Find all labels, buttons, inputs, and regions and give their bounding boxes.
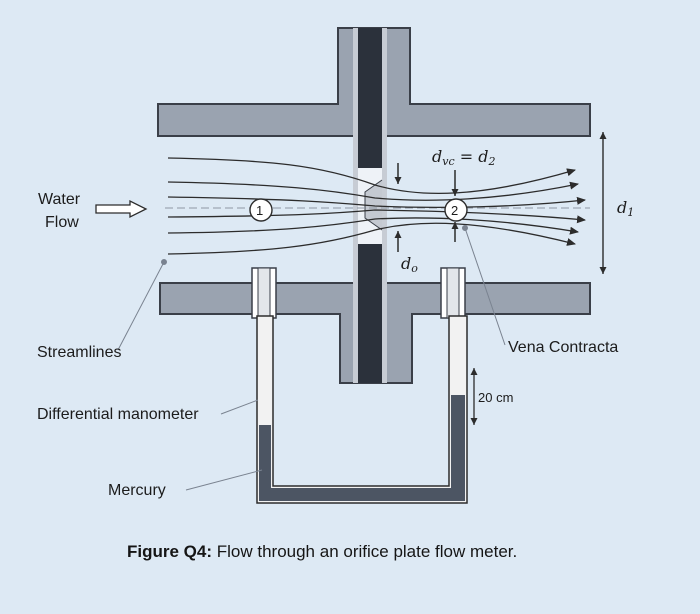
orifice-diameter-symbol: do bbox=[401, 254, 418, 275]
mercury-column bbox=[259, 395, 465, 501]
figure-caption: Figure Q4: Flow through an orifice plate… bbox=[127, 542, 517, 562]
point-1-marker bbox=[249, 198, 273, 222]
figure-caption-text: Flow through an orifice plate flow meter… bbox=[212, 542, 518, 561]
orifice-opening bbox=[358, 168, 382, 244]
left-pressure-tap bbox=[251, 267, 277, 319]
streamlines-label: Streamlines bbox=[37, 344, 122, 361]
figure-number: Figure Q4: bbox=[127, 542, 213, 561]
water-label: Water bbox=[38, 191, 81, 208]
flow-label: Flow bbox=[45, 214, 79, 231]
height-label: 20 cm bbox=[478, 390, 514, 405]
point-2-marker bbox=[444, 198, 468, 222]
water-flow-arrow bbox=[95, 199, 148, 219]
differential-manometer-tube bbox=[256, 315, 468, 504]
pipe-diameter-symbol: d1 bbox=[617, 198, 635, 219]
vena-contracta-label: Vena Contracta bbox=[508, 339, 619, 356]
right-pressure-tap bbox=[440, 267, 466, 319]
leader-lines bbox=[117, 225, 506, 491]
differential-manometer-label: Differential manometer bbox=[37, 406, 199, 423]
point-2-label: 2 bbox=[451, 203, 459, 218]
mercury-label: Mercury bbox=[108, 482, 166, 499]
point-1-label: 1 bbox=[256, 203, 264, 218]
vena-contracta-diameter-symbol: dvc = d2 bbox=[432, 147, 496, 168]
